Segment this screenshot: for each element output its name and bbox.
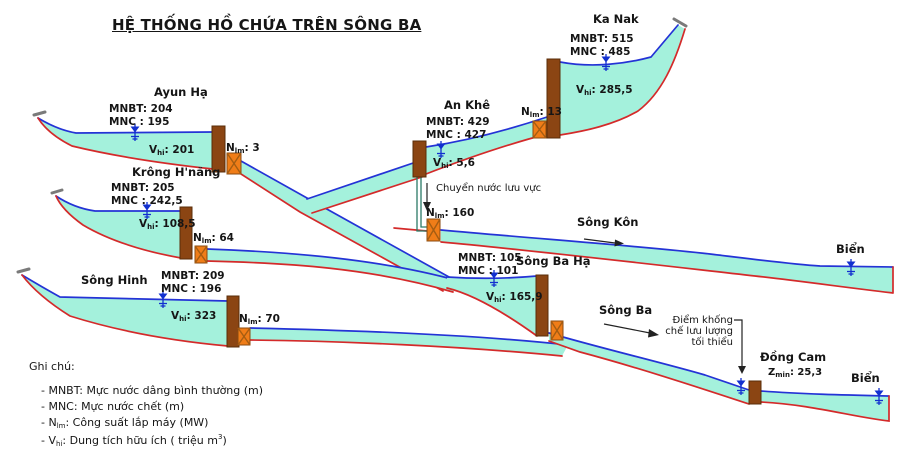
legend-nlm: - Nlm: Công suất lắp máy (MW) <box>41 416 209 430</box>
ayun-ha-volume-label: Vhi: 201 <box>149 144 195 157</box>
control-point-pointer <box>734 319 746 374</box>
song-ba-flow-arrow <box>603 323 659 338</box>
ayun-ha-mnc-label: MNC : 195 <box>109 116 170 128</box>
legend-mnc: - MNC: Mực nước chết (m) <box>41 400 185 413</box>
song-hinh-dam <box>226 295 240 348</box>
song-ba-ha-mnc-label: MNC : 101 <box>458 265 519 277</box>
song-hinh-tailrace-band <box>249 327 569 357</box>
song-ba-ha-turbine <box>550 320 564 341</box>
ka-nak-dam <box>546 58 561 139</box>
song-ba-lower-band <box>548 332 750 405</box>
song-ba-ha-name-label: Sông Ba Hạ <box>516 254 591 268</box>
song-hinh-capacity-label: Nlm: 70 <box>239 313 280 326</box>
song-ba-ha-mnbt-label: MNBT: 105 <box>458 252 522 264</box>
ka-nak-mnc-label: MNC : 485 <box>570 46 631 58</box>
krong-hnang-volume-label: Vhi: 108,5 <box>139 218 196 231</box>
song-ba-ha-volume-label: Vhi: 165,9 <box>486 291 543 304</box>
an-khe-penstock <box>416 177 428 232</box>
control-point-note: Điểm khống chế lưu lượng tối thiểu <box>649 315 733 348</box>
sea-ba-label: Biển <box>851 371 880 385</box>
control-point-note-line1: Điểm khống <box>672 315 733 326</box>
krong-hnang-name-label: Krông H'năng <box>132 165 221 179</box>
song-hinh-reservoir-shape <box>16 267 229 347</box>
legend-mnbt: - MNBT: Mực nước dâng bình thường (m) <box>41 384 264 397</box>
dong-cam-zmin-label: Zmin: 25,3 <box>768 367 823 379</box>
krong-hnang-turbine <box>194 245 208 264</box>
ayun-ha-reservoir-shape <box>32 110 214 170</box>
an-khe-mnc-label: MNC : 427 <box>426 129 487 141</box>
ka-nak-turbine <box>532 120 547 139</box>
transfer-arrow <box>423 183 431 211</box>
krong-hnang-mnc-label: MNC : 242,5 <box>111 195 183 207</box>
dong-cam-weir <box>748 380 762 405</box>
legend-heading: Ghi chú: <box>29 360 75 373</box>
ka-nak-mnbt-label: MNBT: 515 <box>570 33 634 45</box>
ka-nak-reservoir-shape <box>559 17 688 136</box>
song-hinh-name-label: Sông Hinh <box>81 273 148 287</box>
ka-nak-volume-label: Vhi: 285,5 <box>576 84 633 97</box>
control-point-note-line3: tối thiểu <box>691 337 733 348</box>
song-hinh-volume-label: Vhi: 323 <box>171 310 217 323</box>
sea-kon-label: Biển <box>836 242 865 256</box>
song-hinh-mnc-label: MNC : 196 <box>161 283 222 295</box>
ka-nak-capacity-label: Nlm: 13 <box>521 106 562 119</box>
an-khe-transfer-turbine <box>426 218 441 242</box>
ayun-ha-turbine <box>226 152 242 175</box>
dong-cam-name-label: Đồng Cam <box>760 350 827 364</box>
krong-tailrace-band <box>206 248 460 293</box>
transfer-note-label: Chuyển nước lưu vực <box>436 183 542 194</box>
legend-vhi: - Vhi: Dung tích hữu ích ( triệu m3) <box>41 433 227 448</box>
krong-hnang-reservoir-shape <box>50 188 182 259</box>
control-point-note-line2: chế lưu lượng <box>665 326 733 337</box>
page-title: HỆ THỐNG HỒ CHỨA TRÊN SÔNG BA <box>112 16 422 34</box>
song-ba-ha-reservoir-shape <box>446 275 538 337</box>
song-hinh-mnbt-label: MNBT: 209 <box>161 270 225 282</box>
song-ba-ha-dam <box>535 274 549 337</box>
song-kon-label: Sông Kôn <box>577 215 639 229</box>
krong-hnang-capacity-label: Nlm: 64 <box>193 232 234 245</box>
ayun-tailrace-band <box>240 160 450 292</box>
krong-hnang-mnbt-label: MNBT: 205 <box>111 182 175 194</box>
sea-ba-polygon <box>760 390 890 422</box>
song-hinh-turbine <box>237 327 251 346</box>
ayun-ha-mnbt-label: MNBT: 204 <box>109 103 173 115</box>
ayun-ha-capacity-label: Nlm: 3 <box>226 142 260 155</box>
an-khe-mnbt-label: MNBT: 429 <box>426 116 490 128</box>
song-kon-flow-arrow <box>583 238 624 247</box>
song-kon-band <box>393 227 894 294</box>
song-ba-label: Sông Ba <box>599 303 653 317</box>
ayun-ha-name-label: Ayun Hạ <box>154 85 208 99</box>
ka-nak-name-label: Ka Nak <box>593 12 639 26</box>
an-khe-volume-label: Vhi: 5,6 <box>433 157 475 170</box>
krong-hnang-dam <box>179 206 193 260</box>
ayun-ha-dam <box>211 125 226 173</box>
an-khe-capacity-label: Nlm: 160 <box>426 207 475 220</box>
an-khe-river-band <box>306 158 426 214</box>
an-khe-dam <box>412 140 427 178</box>
an-khe-name-label: An Khê <box>444 98 490 112</box>
